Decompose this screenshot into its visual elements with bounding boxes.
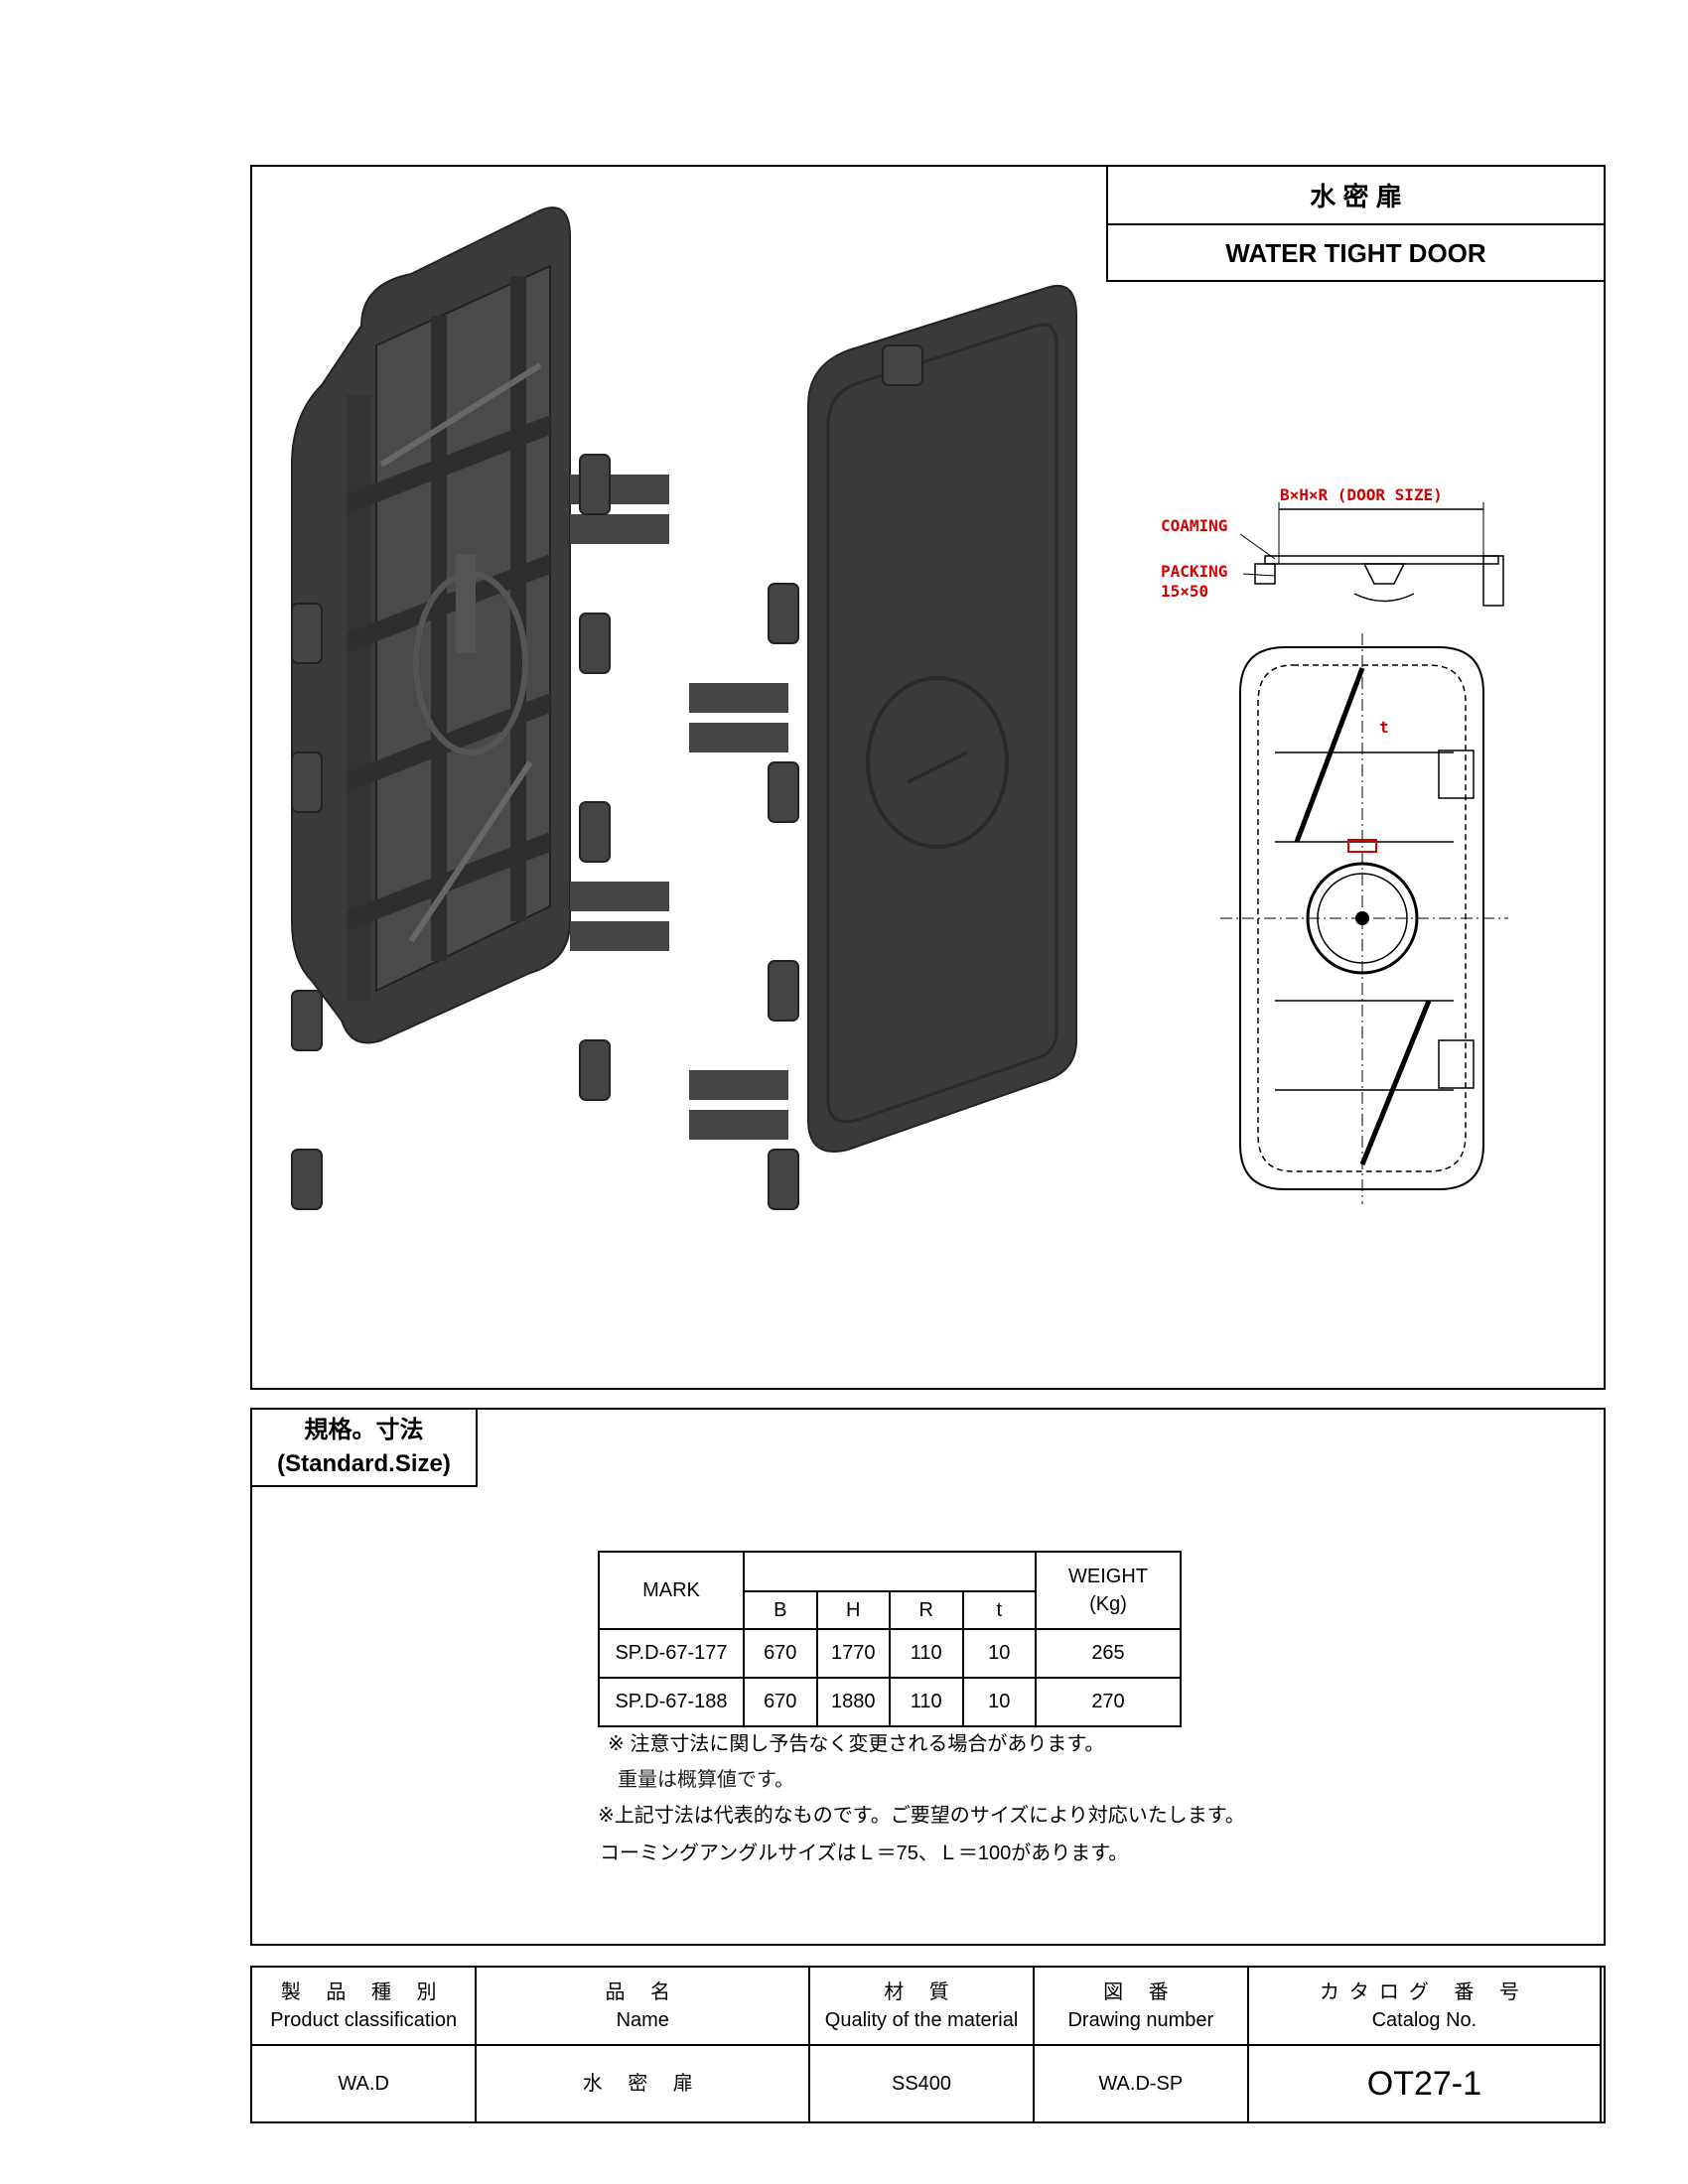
- material-jp: 材 質: [884, 1980, 959, 2003]
- t-cell: 10: [961, 1628, 1037, 1679]
- packing-label: PACKING: [1161, 562, 1227, 581]
- mark-cell: SP.D-67-188: [598, 1677, 745, 1727]
- weight-cell: 265: [1035, 1628, 1182, 1679]
- title-jp: 水 密 扉: [1310, 182, 1402, 211]
- standard-size-label: 規格。寸法 (Standard.Size): [250, 1408, 478, 1487]
- h-cell: 1770: [815, 1628, 891, 1679]
- standard-label-jp: 規格。寸法: [304, 1417, 424, 1443]
- title-box: 水 密 扉 WATER TIGHT DOOR: [1106, 165, 1606, 282]
- t-mark-label: t: [1379, 718, 1389, 737]
- door-technical-drawing: B×H×R (DOOR SIZE) COAMING PACKING 15×50: [1161, 485, 1508, 1204]
- illustration-frame: B×H×R (DOOR SIZE) COAMING PACKING 15×50: [250, 165, 1606, 1390]
- standard-size-section: 規格。寸法 (Standard.Size) MARK WEIGHT (Kg) B…: [250, 1408, 1606, 1946]
- b-header: B: [743, 1590, 818, 1630]
- name-value: 水 密 扉: [475, 2044, 811, 2123]
- weight-unit: (Kg): [1089, 1593, 1127, 1615]
- mark-header: MARK: [598, 1551, 745, 1630]
- note-4: コーミングアングルサイズはＬ＝75、Ｌ＝100があります。: [600, 1843, 1129, 1864]
- table-row: SP.D-67-188 670 1880 110 10 270: [598, 1677, 1182, 1727]
- door-rear-view: [291, 206, 669, 1210]
- note-3: ※上記寸法は代表的なものです。ご要望のサイズにより対応いたします。: [598, 1805, 1245, 1827]
- door-illustrations: B×H×R (DOOR SIZE) COAMING PACKING 15×50: [291, 206, 1508, 1210]
- r-header: R: [889, 1590, 964, 1630]
- r-cell: 110: [889, 1677, 964, 1727]
- product-classification-value: WA.D: [249, 2044, 478, 2123]
- r-cell: 110: [889, 1628, 964, 1679]
- t-header: t: [961, 1590, 1037, 1630]
- packing-size-label: 15×50: [1161, 582, 1208, 601]
- door-size-label: B×H×R (DOOR SIZE): [1280, 485, 1443, 504]
- catalog-no-en: Catalog No.: [1371, 2008, 1477, 2031]
- drawing-number-en: Drawing number: [1067, 2008, 1214, 2031]
- h-cell: 1880: [815, 1677, 891, 1727]
- title-en: WATER TIGHT DOOR: [1108, 223, 1604, 282]
- note-1: ※ 注意寸法に関し予告なく変更される場合があります。: [608, 1733, 1105, 1755]
- t-cell: 10: [961, 1677, 1037, 1727]
- name-en: Name: [616, 2008, 669, 2031]
- dimension-header: [743, 1551, 1037, 1592]
- material-en: Quality of the material: [824, 2008, 1019, 2031]
- catalog-footer: 製 品 種 別 Product classification 品 名 Name …: [249, 1966, 1606, 2123]
- weight-cell: 270: [1035, 1677, 1182, 1727]
- catalog-no-header: カタログ 番 号 Catalog No.: [1246, 1966, 1603, 2046]
- product-classification-jp: 製 品 種 別: [280, 1980, 447, 2003]
- spec-table: MARK WEIGHT (Kg) B H R t SP.D-67-177 670…: [598, 1551, 1182, 1727]
- table-row: SP.D-67-177 670 1770 110 10 265: [598, 1628, 1182, 1679]
- catalog-no-jp: カタログ 番 号: [1319, 1980, 1529, 2003]
- b-cell: 670: [743, 1677, 818, 1727]
- door-front-view: [689, 285, 1077, 1210]
- h-header: H: [815, 1590, 891, 1630]
- drawing-number-value: WA.D-SP: [1032, 2044, 1249, 2123]
- weight-header: WEIGHT (Kg): [1035, 1551, 1182, 1630]
- mark-cell: SP.D-67-177: [598, 1628, 745, 1679]
- note-2: 重量は概算値です。: [618, 1769, 794, 1791]
- drawing-number-jp: 図 番: [1103, 1980, 1179, 2003]
- product-classification-header: 製 品 種 別 Product classification: [249, 1966, 478, 2046]
- standard-label-en: (Standard.Size): [277, 1450, 451, 1477]
- name-header: 品 名 Name: [475, 1966, 811, 2046]
- material-value: SS400: [808, 2044, 1035, 2123]
- coaming-label: COAMING: [1161, 516, 1227, 535]
- b-cell: 670: [743, 1628, 818, 1679]
- material-header: 材 質 Quality of the material: [808, 1966, 1035, 2046]
- weight-label: WEIGHT: [1068, 1566, 1148, 1587]
- drawing-number-header: 図 番 Drawing number: [1032, 1966, 1249, 2046]
- name-jp: 品 名: [605, 1980, 681, 2003]
- product-classification-en: Product classification: [270, 2008, 458, 2031]
- footer-table: 製 品 種 別 Product classification 品 名 Name …: [249, 1966, 1603, 2123]
- catalog-no-value: OT27-1: [1246, 2044, 1603, 2123]
